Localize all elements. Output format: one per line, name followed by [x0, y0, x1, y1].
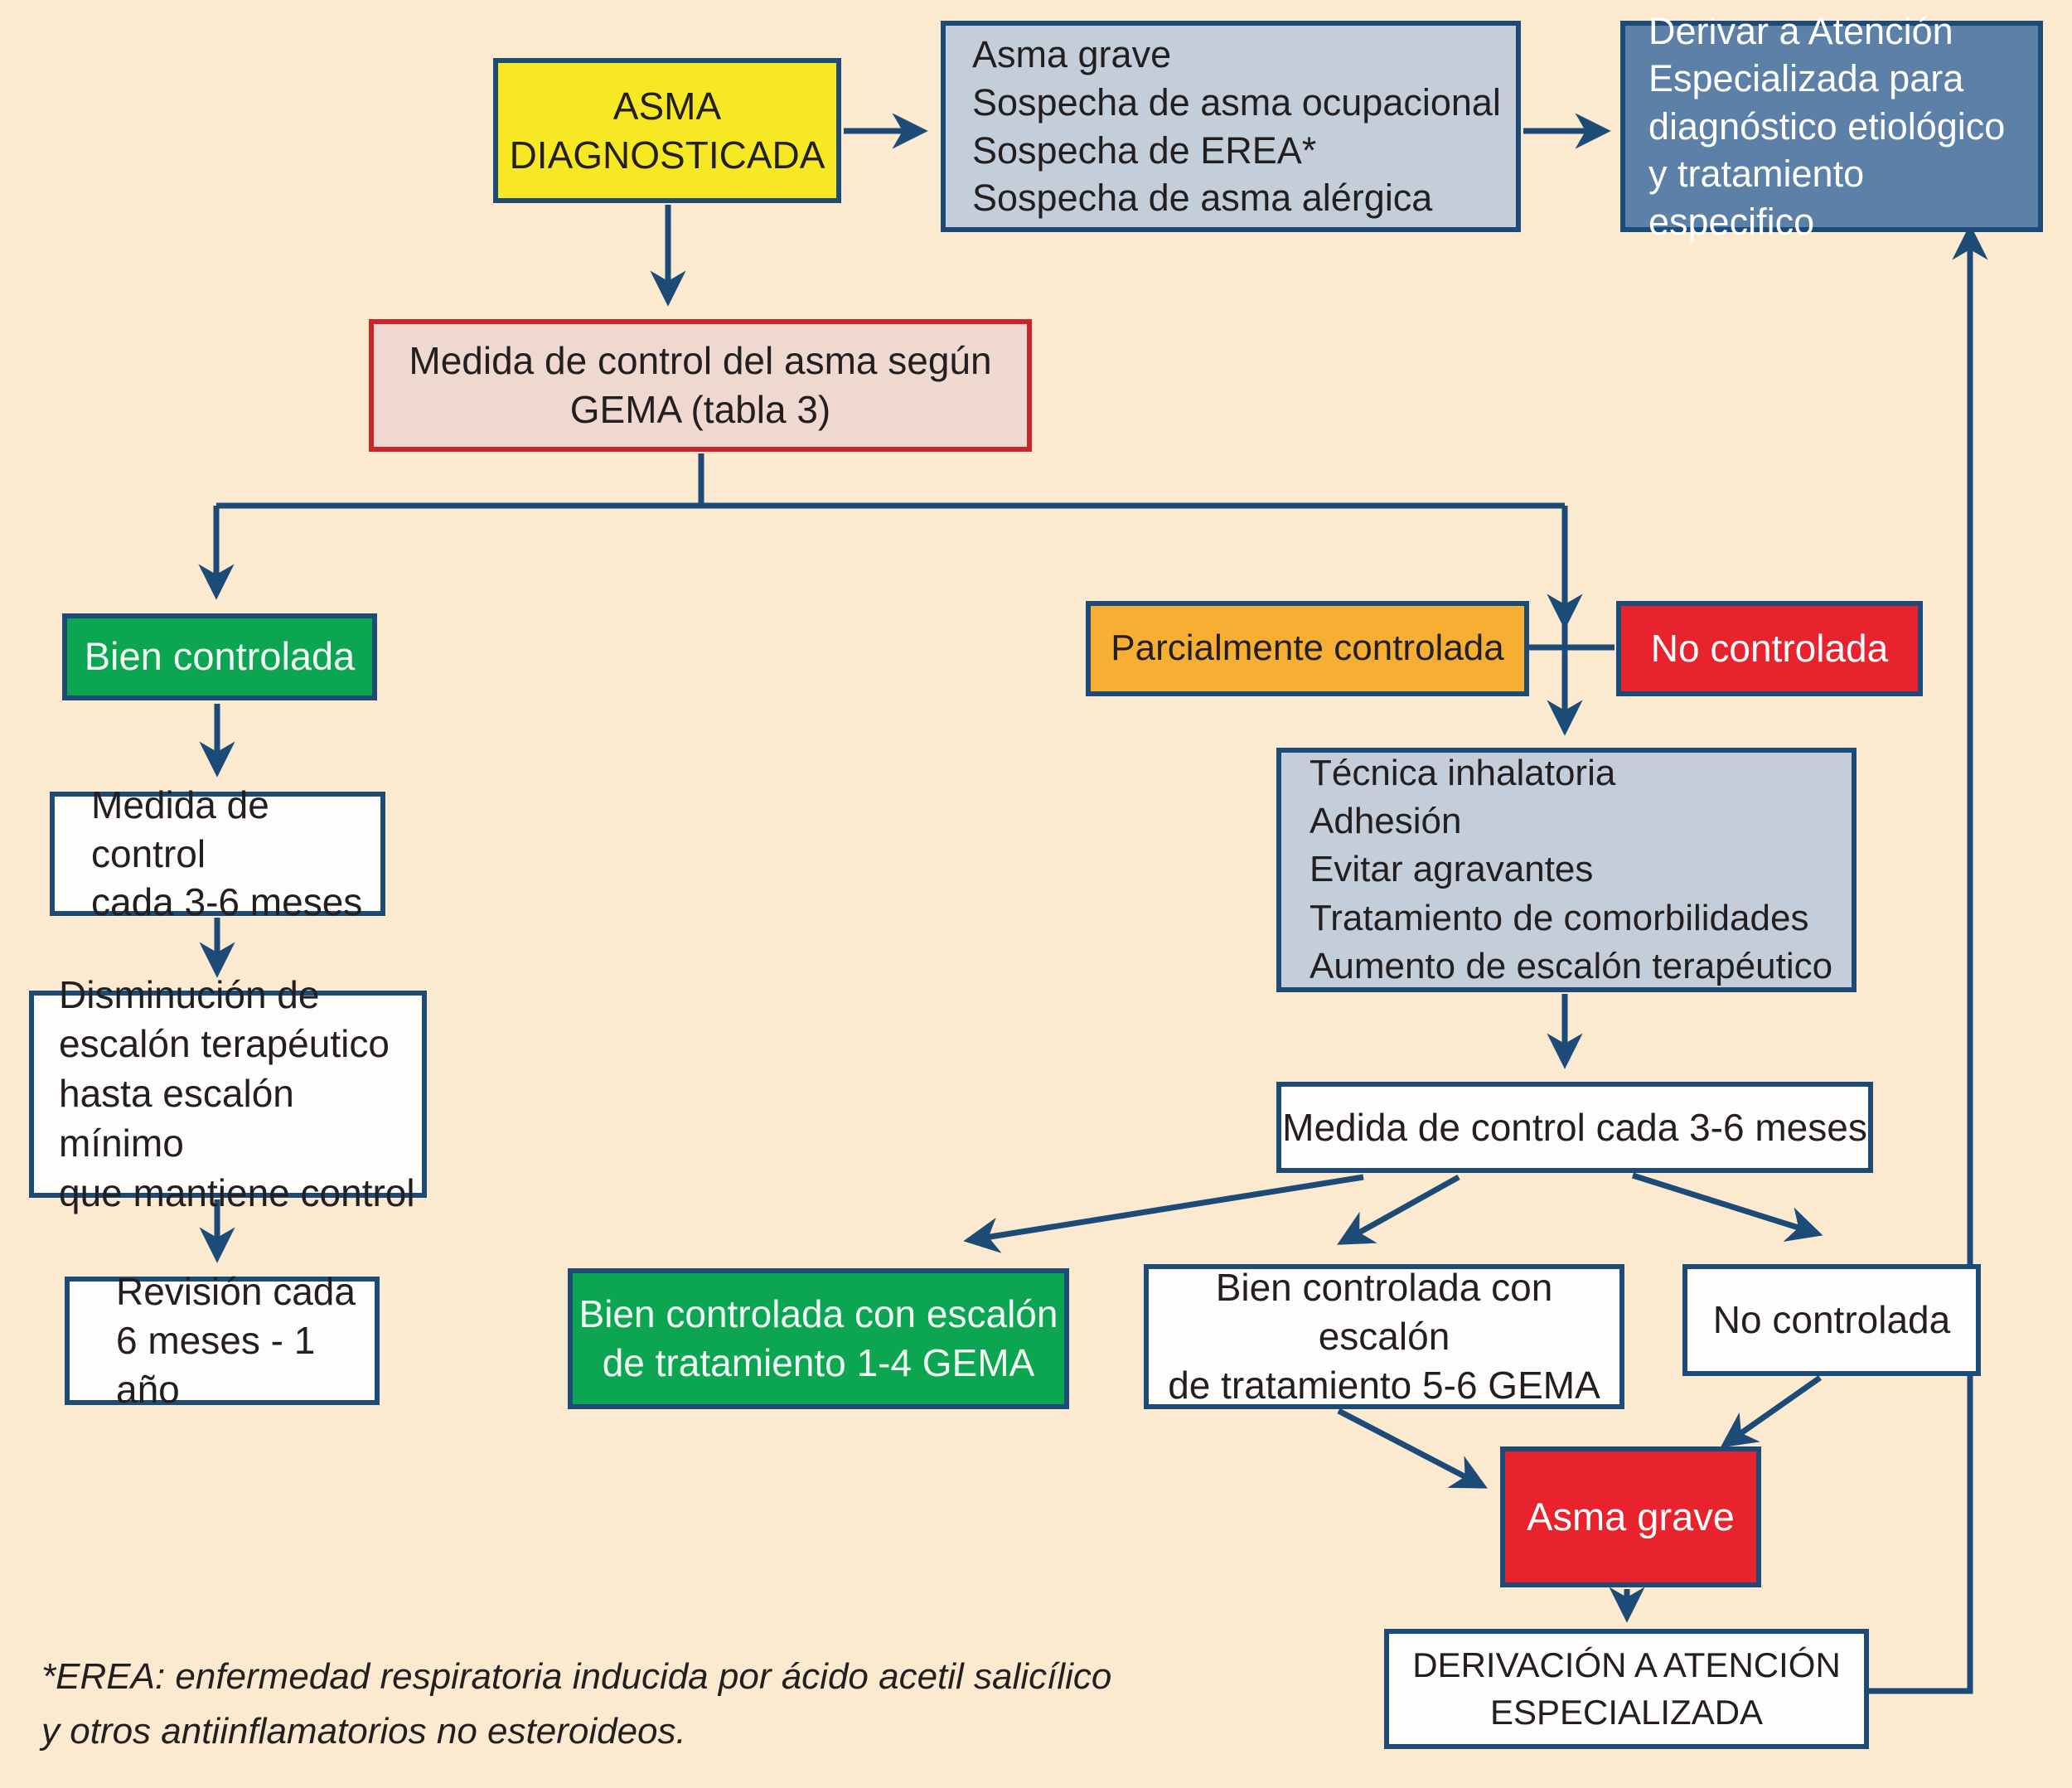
node-asma-grave: Asma grave	[1500, 1446, 1761, 1587]
node-bien-controlada-escalon-5-6: Bien controlada con escalón de tratamien…	[1144, 1264, 1624, 1409]
node-no-controlada-2: No controlada	[1682, 1264, 1981, 1376]
arrow-nocontrolada2-to-asma-grave	[1720, 1375, 1823, 1448]
footnote-erea: *EREA: enfermedad respiratoria inducida …	[41, 1656, 1112, 1752]
arrow-derivacion-feedback-to-derivar	[1867, 224, 1988, 1694]
node-acciones-revision: Técnica inhalatoria Adhesión Evitar agra…	[1276, 748, 1857, 992]
node-medida-control-3-6-meses: Medida de control cada 3-6 meses	[50, 783, 385, 923]
arrow-bien56-to-asma-grave	[1337, 1408, 1488, 1489]
node-asma-diagnosticada: ASMA DIAGNOSTICADA	[493, 58, 841, 203]
arrow-medida2-to-nocontrolada2	[1631, 1172, 1823, 1242]
node-no-controlada: No controlada	[1616, 601, 1923, 696]
node-medida-control-gema: Medida de control del asma según GEMA (t…	[369, 319, 1032, 452]
node-revision-cada-6-meses: Revisión cada 6 meses - 1 año	[65, 1270, 380, 1411]
node-bien-controlada-escalon-1-4: Bien controlada con escalón de tratamien…	[568, 1268, 1069, 1409]
node-derivacion-atencion-especializada: DERIVACIÓN A ATENCIÓN ESPECIALIZADA	[1384, 1629, 1869, 1749]
node-criterios-derivacion: Asma grave Sospecha de asma ocupacional …	[941, 21, 1521, 232]
arrow-medida2-to-bien56	[1337, 1174, 1460, 1245]
node-disminucion-escalon: Disminución de escalón terapéutico hasta…	[29, 973, 427, 1214]
node-derivar-atencion-especializada: Derivar a Atención Especializada para di…	[1620, 10, 2043, 243]
node-medida-control-3-6-meses-derecha: Medida de control cada 3-6 meses	[1276, 1082, 1873, 1173]
arrow-medida2-to-bien14	[963, 1174, 1364, 1253]
node-bien-controlada: Bien controlada	[62, 613, 377, 700]
node-parcialmente-controlada: Parcialmente controlada	[1086, 601, 1529, 696]
